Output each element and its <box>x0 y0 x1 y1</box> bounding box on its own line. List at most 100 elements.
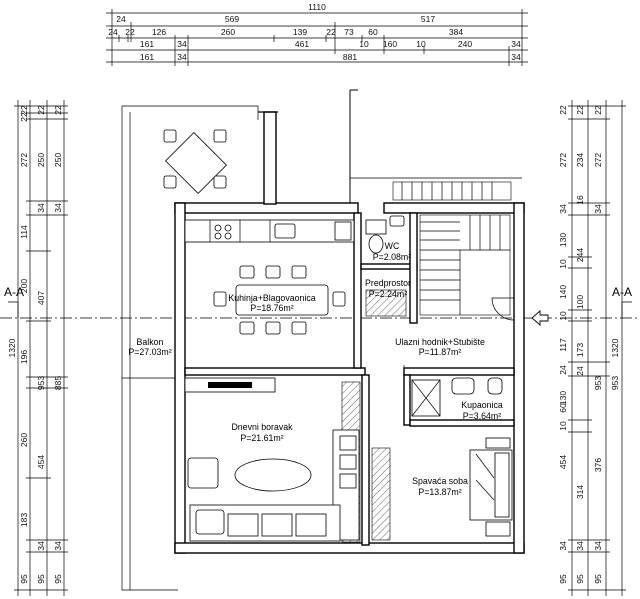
dim-left: 34 <box>53 203 63 213</box>
staircase <box>392 181 515 321</box>
dim-left: 22 <box>53 105 63 115</box>
dim-top: 569 <box>225 14 239 24</box>
room-name-hall: Predprostor <box>365 278 411 288</box>
dim-right: 10 <box>558 311 568 321</box>
dim-right: 314 <box>575 485 585 499</box>
walls <box>174 89 525 554</box>
right-dimension-chains: 22 272 34 130 10 140 10 117 24 130 60 10… <box>558 100 626 596</box>
dim-left: 260 <box>19 433 29 447</box>
room-name-kitchen: Kuhinja+Blagovaonica <box>228 293 315 303</box>
dim-left: 953 <box>36 376 46 390</box>
dim-left: 250 <box>36 153 46 167</box>
dim-right: 130 <box>558 391 568 405</box>
room-area-entrance: P=11.87m² <box>419 347 462 357</box>
dim-left: 114 <box>19 225 29 239</box>
kitchen-furniture <box>184 219 355 335</box>
dim-right: 272 <box>558 153 568 167</box>
dim-right: 140 <box>558 285 568 299</box>
dim-left: 250 <box>53 153 63 167</box>
dim-right: 100 <box>575 295 585 309</box>
dim-top: 160 <box>383 39 397 49</box>
dim-right: 24 <box>575 366 585 376</box>
dim-right: 130 <box>558 233 568 247</box>
dim-left: 200 <box>19 279 29 293</box>
dim-top: 126 <box>152 27 166 37</box>
entrance-arrow-icon <box>531 310 549 326</box>
dim-right: 34 <box>575 541 585 551</box>
dim-right: 34 <box>593 541 603 551</box>
balcony-outline <box>121 105 259 591</box>
wc-fixtures <box>365 215 405 254</box>
room-name-wc: WC <box>385 241 400 251</box>
dim-top: 34 <box>177 52 187 62</box>
room-area-bathroom: P=3.64m² <box>463 411 501 421</box>
dim-left-overall: 1320 <box>7 338 17 357</box>
dim-left: 885 <box>53 376 63 390</box>
dim-left: 34 <box>36 541 46 551</box>
section-label-right: A-A <box>612 285 632 299</box>
dim-top: 881 <box>343 52 357 62</box>
dim-right: 95 <box>575 574 585 584</box>
room-area-kitchen: P=18.76m² <box>250 303 293 313</box>
room-area-balcony: P=27.03m² <box>128 347 171 357</box>
dim-right: 60 <box>558 403 568 413</box>
dim-right: 10 <box>558 259 568 269</box>
dim-right: 234 <box>575 153 585 167</box>
dim-left: 272 <box>19 153 29 167</box>
room-name-entrance: Ulazni hodnik+Stubište <box>395 337 485 347</box>
dim-right: 24 <box>558 365 568 375</box>
dim-top: 22 <box>326 27 336 37</box>
dim-right: 22 <box>593 105 603 115</box>
dim-top: 161 <box>140 52 154 62</box>
dim-top: 22 <box>125 27 135 37</box>
dim-top: 24 <box>116 14 126 24</box>
dim-right: 244 <box>575 248 585 262</box>
outdoor-dining-set <box>163 129 227 194</box>
dim-right: 117 <box>558 338 568 352</box>
dim-right: 272 <box>593 153 603 167</box>
top-dimension-chains: 1110 24 569 517 24 22 126 260 139 22 73 … <box>106 2 528 66</box>
dim-top: 24 <box>108 27 118 37</box>
dim-right: 16 <box>575 195 585 205</box>
dim-top: 60 <box>368 27 378 37</box>
section-label-left: A-A <box>4 285 24 299</box>
section-line: A-A A-A <box>0 285 640 326</box>
dim-left: 183 <box>19 513 29 527</box>
bathroom-fixtures <box>403 365 503 417</box>
room-area-bedroom: P=13.87m² <box>418 487 461 497</box>
bedroom-furniture <box>371 437 513 541</box>
dim-left: 95 <box>36 574 46 584</box>
dim-left: 454 <box>36 455 46 469</box>
dim-right: 34 <box>558 541 568 551</box>
dim-right: 10 <box>558 421 568 431</box>
dim-right: 173 <box>575 343 585 357</box>
room-name-living: Dnevni boravak <box>231 422 293 432</box>
dim-top: 517 <box>421 14 435 24</box>
dim-left: 22 <box>36 105 46 115</box>
dim-left: 196 <box>19 350 29 364</box>
dim-top-overall: 1110 <box>308 2 326 12</box>
hall-wardrobe <box>365 289 407 317</box>
dim-top: 260 <box>221 27 235 37</box>
dim-right: 34 <box>558 204 568 214</box>
dim-right: 953 <box>593 376 603 390</box>
left-dimension-chains: 1320 95 22 22 272 114 200 196 260 183 22… <box>7 100 68 596</box>
dim-right: 95 <box>593 574 603 584</box>
room-area-hall: P=2.24m² <box>369 289 407 299</box>
dim-top: 384 <box>449 27 463 37</box>
dim-right: 953 <box>610 376 620 390</box>
dim-left: 95 <box>19 574 29 584</box>
dim-right: 22 <box>575 105 585 115</box>
dim-top: 73 <box>344 27 354 37</box>
dim-left: 22 <box>19 112 29 122</box>
dim-top: 10 <box>359 39 369 49</box>
dim-right: 95 <box>558 574 568 584</box>
dim-left: 407 <box>36 291 46 305</box>
dim-left: 34 <box>36 203 46 213</box>
room-area-living: P=21.61m² <box>240 433 283 443</box>
dim-right: 22 <box>558 105 568 115</box>
room-name-bedroom: Spavaća soba <box>412 476 468 486</box>
dim-right: 376 <box>593 458 603 472</box>
dim-left: 34 <box>53 541 63 551</box>
